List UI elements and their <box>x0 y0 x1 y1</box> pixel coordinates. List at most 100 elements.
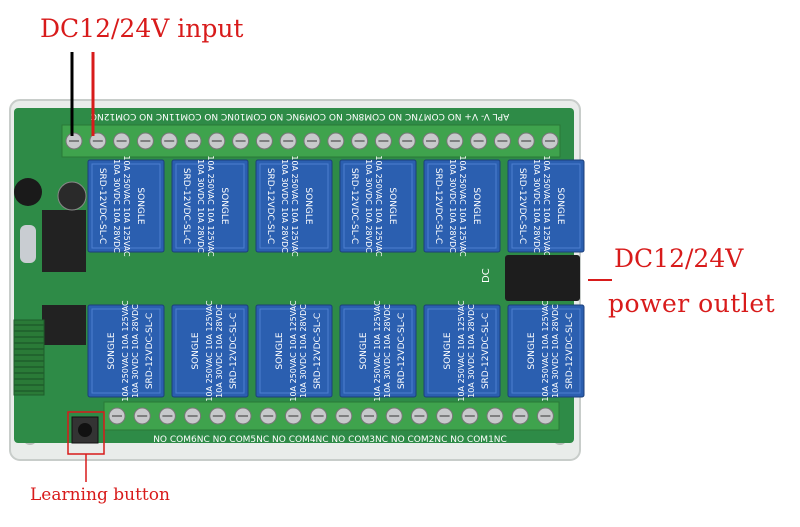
crystal <box>20 225 36 263</box>
relay-frame <box>91 163 161 249</box>
relay-rating: 10A 30VDC 10A 28VDC <box>448 159 457 253</box>
relay-brand: SONGLE <box>387 187 397 225</box>
antenna-coil <box>13 319 45 396</box>
relay-frame <box>427 163 497 249</box>
relay-frame <box>91 308 161 394</box>
bottom-terminal-label: NO COM6NC NO COM5NC NO COM4NC NO COM3NC … <box>153 435 507 445</box>
relay-brand: SONGLE <box>275 332 285 370</box>
relay-rating: 10A 250VAC 10A 125VAC <box>374 155 383 257</box>
relay-rating: 10A 250VAC 10A 125VAC <box>205 300 214 402</box>
relay-model: SRD-12VDC-SL-C <box>433 168 443 244</box>
relay-rating: 10A 250VAC 10A 125VAC <box>373 300 382 402</box>
relay-frame <box>259 163 329 249</box>
dc-power-jack <box>505 255 580 301</box>
relay-model: SRD-12VDC-SL-C <box>145 313 155 389</box>
relay-brand: SONGLE <box>443 332 453 370</box>
relay-rating: 10A 30VDC 10A 28VDC <box>280 159 289 253</box>
ic-chip <box>42 305 86 345</box>
relay-brand: SONGLE <box>471 187 481 225</box>
relay-rating: 10A 30VDC 10A 28VDC <box>364 159 373 253</box>
power-callout-line1: DC12/24V <box>614 244 744 273</box>
relay-model: SRD-12VDC-SL-C <box>313 313 323 389</box>
relay-brand: SONGLE <box>359 332 369 370</box>
relay-brand: SONGLE <box>219 187 229 225</box>
relay-rating: 10A 30VDC 10A 28VDC <box>215 304 224 398</box>
relay-model: SRD-12VDC-SL-C <box>517 168 527 244</box>
relay-body <box>339 159 417 253</box>
relay-rating: 10A 30VDC 10A 28VDC <box>467 304 476 398</box>
relay-frame <box>511 163 581 249</box>
relay-body <box>255 159 333 253</box>
relay-rating: 10A 30VDC 10A 28VDC <box>532 159 541 253</box>
relay-rating: 10A 250VAC 10A 125VAC <box>289 300 298 402</box>
input-callout: DC12/24V input <box>40 14 244 43</box>
relay-rating: 10A 250VAC 10A 125VAC <box>121 300 130 402</box>
relay-body <box>171 159 249 253</box>
relay-brand: SONGLE <box>191 332 201 370</box>
relay-brand: SONGLE <box>527 332 537 370</box>
relay-model: SRD-12VDC-SL-C <box>181 168 191 244</box>
relay-frame <box>343 308 413 394</box>
relay-rating: 10A 250VAC 10A 125VAC <box>542 155 551 257</box>
relay-frame <box>175 308 245 394</box>
relay-body <box>255 304 333 398</box>
relay-rating: 10A 30VDC 10A 28VDC <box>196 159 205 253</box>
relay-rating: 10A 250VAC 10A 125VAC <box>206 155 215 257</box>
relay-rating: 10A 30VDC 10A 28VDC <box>112 159 121 253</box>
top-terminal-label: APL V- V+ NO COM7NC NO COM8NC NO COM9NC … <box>91 111 510 121</box>
relay-model: SRD-12VDC-SL-C <box>397 313 407 389</box>
relay-body <box>87 159 165 253</box>
relay-rating: 10A 30VDC 10A 28VDC <box>299 304 308 398</box>
relay-rating: 10A 30VDC 10A 28VDC <box>131 304 140 398</box>
relay-body <box>171 304 249 398</box>
relay-model: SRD-12VDC-SL-C <box>481 313 491 389</box>
relay-brand: SONGLE <box>135 187 145 225</box>
dc-label: DC <box>481 268 492 283</box>
relay-frame <box>175 163 245 249</box>
relay-brand: SONGLE <box>555 187 565 225</box>
capacitor <box>14 178 42 206</box>
relay-model: SRD-12VDC-SL-C <box>565 313 575 389</box>
learning-callout: Learning button <box>30 485 170 505</box>
relay-body <box>423 304 501 398</box>
relay-rating: 10A 250VAC 10A 125VAC <box>541 300 550 402</box>
relay-model: SRD-12VDC-SL-C <box>229 313 239 389</box>
relay-model: SRD-12VDC-SL-C <box>349 168 359 244</box>
relay-body <box>87 304 165 398</box>
relay-model: SRD-12VDC-SL-C <box>265 168 275 244</box>
relay-rating: 10A 30VDC 10A 28VDC <box>383 304 392 398</box>
relay-rating: 10A 250VAC 10A 125VAC <box>290 155 299 257</box>
relay-frame <box>343 163 413 249</box>
ic-chip <box>42 210 86 272</box>
capacitor <box>57 181 87 211</box>
relay-frame <box>511 308 581 394</box>
relay-rating: 10A 250VAC 10A 125VAC <box>122 155 131 257</box>
relay-body <box>423 159 501 253</box>
relay-brand: SONGLE <box>303 187 313 225</box>
relay-frame <box>427 308 497 394</box>
learning-button-cap[interactable] <box>78 423 92 437</box>
relay-rating: 10A 30VDC 10A 28VDC <box>551 304 560 398</box>
relay-body <box>507 159 585 253</box>
relay-body <box>507 304 585 398</box>
relay-frame <box>259 308 329 394</box>
relay-rating: 10A 250VAC 10A 125VAC <box>458 155 467 257</box>
relay-model: SRD-12VDC-SL-C <box>97 168 107 244</box>
power-callout-line2: power outlet <box>608 289 776 318</box>
relay-rating: 10A 250VAC 10A 125VAC <box>457 300 466 402</box>
relay-body <box>339 304 417 398</box>
relay-brand: SONGLE <box>107 332 117 370</box>
